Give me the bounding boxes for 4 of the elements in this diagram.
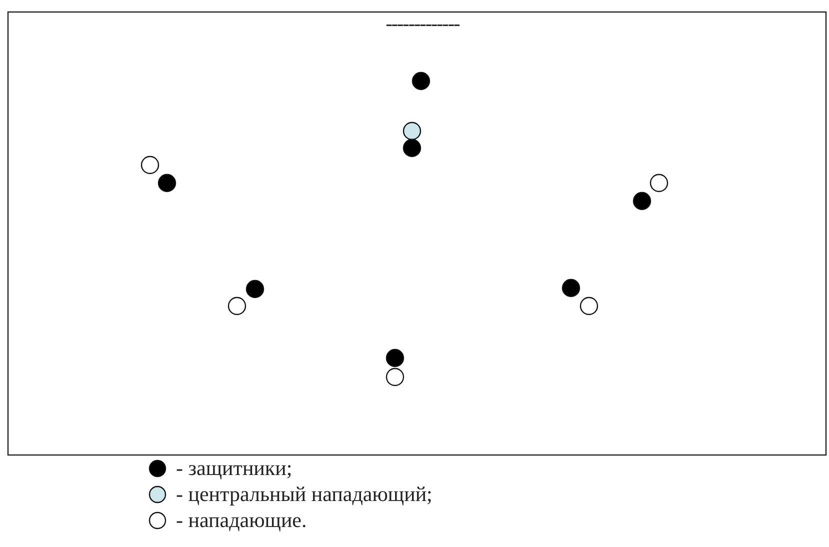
dashed-text: ------------- [384,12,460,36]
legend-label: - защитники; [176,455,292,481]
legend-label: - центральный нападающий; [176,481,432,507]
legend-label: - нападающие. [176,507,307,533]
